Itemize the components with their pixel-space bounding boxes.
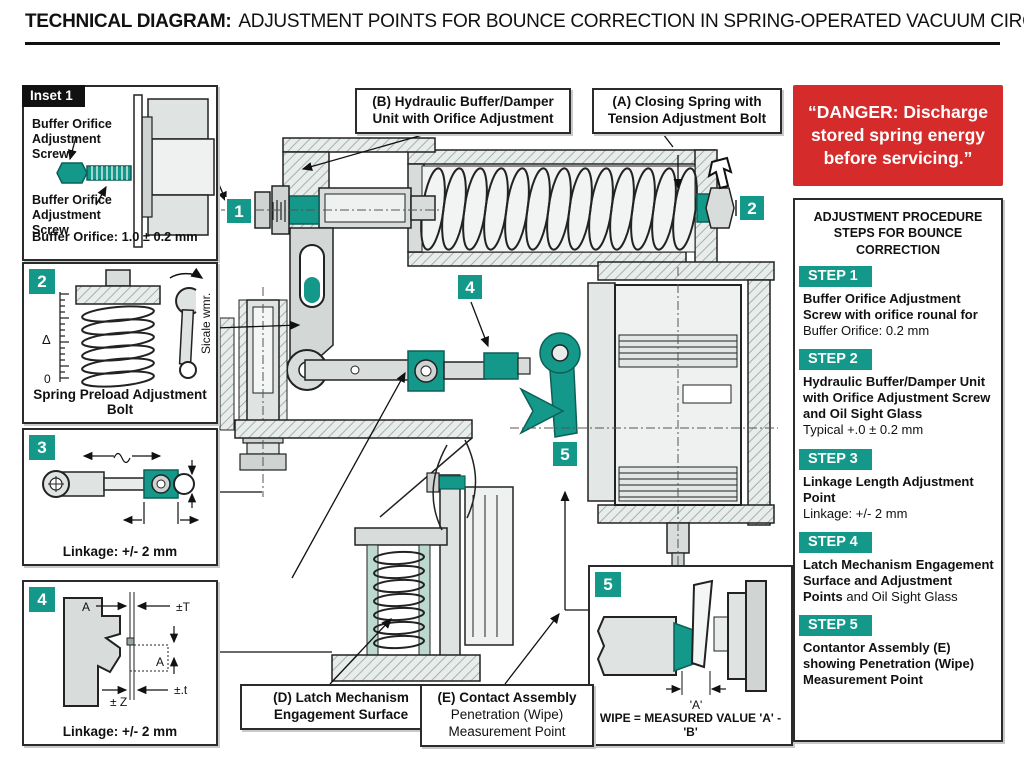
inset-2-spring-preload: Δ 0 Sicale wmr.	[22, 262, 218, 424]
base-plate	[234, 419, 473, 518]
inset4-graphic: A ±T A ±.t ± Z	[63, 592, 191, 709]
inset5-graphic: 'A'	[596, 579, 767, 712]
step1-badge: STEP 1	[799, 265, 872, 287]
contact-finger	[690, 579, 714, 669]
badge-5: 5	[551, 440, 579, 468]
callout-b-hydraulic-buffer: (B) Hydraulic Buffer/Damper Unit with Or…	[355, 88, 571, 134]
svg-text:Δ: Δ	[42, 332, 51, 347]
procedure-steps-panel: ADJUSTMENT PROCEDURE STEPS FOR BOUNCE CO…	[793, 198, 1003, 742]
inset2-caption: Spring Preload Adjustment Bolt	[33, 387, 207, 417]
inset1-tab: Inset 1	[22, 85, 85, 107]
inset4-badge: 4	[29, 587, 55, 612]
inset3-badge: 3	[29, 435, 55, 460]
danger-warning: “DANGER: Discharge stored spring energy …	[793, 85, 1003, 186]
step2-text: Hydraulic Buffer/Damper Unit with Orific…	[803, 374, 991, 438]
inset-1-buffer-orifice: Inset 1 Buffer Orifice Adjustment Screw …	[22, 85, 218, 261]
preload-spring-graphic	[75, 269, 161, 388]
step1-text: Buffer Orifice Adjustment Screw with ori…	[803, 290, 978, 338]
leader-lines	[215, 129, 683, 685]
vacuum-interrupter	[510, 261, 778, 575]
closing-spring-housing	[407, 149, 718, 267]
badge-4: 4	[456, 273, 484, 301]
inset4-dim-arrows	[96, 601, 179, 695]
oil-sight-glass	[304, 277, 320, 303]
svg-text:5: 5	[560, 445, 569, 464]
svg-text:± Z: ± Z	[110, 695, 127, 709]
latch-profile-shape	[63, 597, 121, 707]
procedure-heading: ADJUSTMENT PROCEDURE STEPS FOR BOUNCE CO…	[813, 210, 983, 257]
svg-text:A: A	[156, 655, 164, 669]
adjustment-screw-graphic	[56, 162, 132, 184]
page-title: TECHNICAL DIAGRAM: ADJUSTMENT POINTS FOR …	[25, 11, 1024, 45]
step3-badge: STEP 3	[799, 448, 872, 470]
step2-badge: STEP 2	[799, 349, 872, 371]
svg-text:4: 4	[465, 278, 475, 297]
step4-badge: STEP 4	[799, 531, 872, 553]
inset-3-linkage: 3 Linkage: +/- 2 mm	[22, 428, 218, 566]
inset3-caption: Linkage: +/- 2 mm	[62, 544, 178, 559]
title-prefix: TECHNICAL DIAGRAM:	[25, 11, 232, 32]
inset-5-wipe-measurement: 'A' 5 WIPE = MEASURED VALUE 'A' - 'B'	[588, 565, 793, 746]
hydraulic-buffer-unit	[221, 137, 440, 235]
callout-e-bold: (E) Contact Assembly	[437, 690, 577, 705]
inset2-graphic: Δ 0 Sicale wmr.	[42, 267, 213, 388]
callout-d-latch-mechanism: (D) Latch Mechanism Engagement Surface	[240, 684, 442, 730]
step5-text: Contantor Assembly (E) showing Penetrati…	[803, 640, 975, 688]
contact-pressure-cam	[519, 387, 565, 435]
step3-text: Linkage Length Adjustment Point Linkage:…	[803, 473, 974, 521]
damper-cylinder	[219, 287, 288, 497]
svg-text:A: A	[82, 600, 90, 614]
latch-spring	[373, 550, 425, 650]
linkage-rod-graphic	[42, 469, 195, 499]
inset5-caption: WIPE = MEASURED VALUE 'A' - 'B'	[599, 711, 782, 739]
inset2-badge: 2	[29, 269, 55, 294]
inset1-label-bottom: Buffer Orifice Adjustment Screw	[32, 193, 112, 237]
ruler-icon	[59, 292, 69, 382]
inset4-caption: Linkage: +/- 2 mm	[62, 724, 178, 739]
wrench-icon	[169, 267, 204, 379]
latch-mechanism	[331, 439, 514, 682]
svg-text:0: 0	[44, 372, 51, 386]
dimension-lines	[82, 451, 200, 525]
callout-e-contact-assembly: (E) Contact Assembly Penetration (Wipe) …	[420, 684, 594, 747]
svg-text:2: 2	[747, 199, 756, 218]
inset1-graphic	[56, 94, 215, 248]
main-mechanism-diagram: 1 2 4 5	[215, 129, 778, 685]
linkage-assembly	[304, 332, 581, 438]
inset-4-latch-profile: A ±T A ±.t ± Z 4 Linkage: +/- 2 mm	[22, 580, 218, 746]
title-text: ADJUSTMENT POINTS FOR BOUNCE CORRECTION …	[238, 11, 1024, 32]
inset5-dim	[666, 671, 726, 695]
release-arrow-icon	[707, 156, 733, 190]
inset1-value: Buffer Orifice: 1.0 ± 0.2 mm	[32, 229, 198, 244]
svg-text:1: 1	[234, 202, 243, 221]
badge-2: 2	[738, 194, 766, 222]
svg-text:'A': 'A'	[690, 698, 703, 712]
svg-text:±T: ±T	[176, 600, 191, 614]
callout-a-closing-spring: (A) Closing Spring with Tension Adjustme…	[592, 88, 782, 134]
inset1-label-top: Buffer Orifice Adjustment Screw	[32, 117, 112, 161]
scale-label: Sicale wmr.	[199, 293, 213, 354]
step4-text: Latch Mechanism Engagement Surface and A…	[803, 556, 994, 605]
inset3-graphic	[42, 451, 200, 525]
moving-contact-rod	[596, 616, 677, 676]
badge-1: 1	[225, 197, 253, 225]
callout-e-rest: Penetration (Wipe) Measurement Point	[448, 706, 566, 739]
step5-badge: STEP 5	[799, 615, 872, 637]
svg-text:±.t: ±.t	[174, 683, 188, 697]
inset5-badge: 5	[595, 572, 621, 597]
